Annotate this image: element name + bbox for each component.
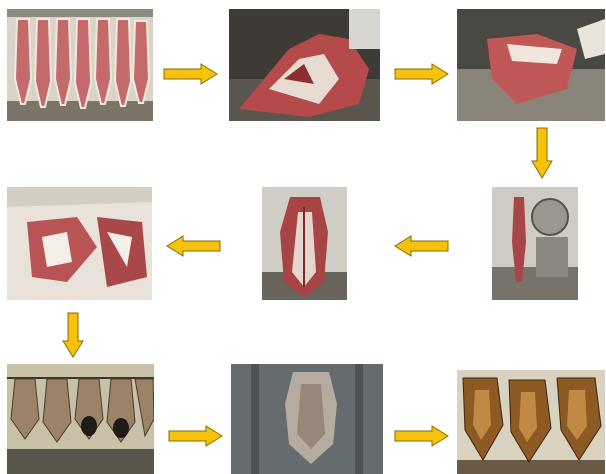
salted-carcass-photo (7, 187, 152, 300)
arrow-right-icon (163, 63, 218, 85)
deboning-carcass-photo (457, 9, 605, 121)
arrow-right-1 (163, 63, 218, 85)
arrow-left-1 (166, 235, 221, 257)
arrow-right-3 (168, 425, 223, 447)
step-7-drying-room (7, 364, 154, 474)
carcass-on-table-photo (229, 9, 380, 121)
arrow-right-icon (394, 63, 449, 85)
step-9-cured-carcasses (457, 370, 605, 474)
arrow-down-icon (62, 312, 84, 358)
arrow-right-2 (394, 63, 449, 85)
step-4-weighing-carcass (492, 187, 578, 300)
hanging-lamb-carcasses-photo (7, 9, 153, 121)
step-5-flattened-carcass (262, 187, 347, 300)
arrow-down-icon (531, 127, 553, 179)
arrow-right-icon (394, 425, 449, 447)
drying-room-carcasses-photo (7, 364, 154, 474)
arrow-left-icon (166, 235, 221, 257)
step-2-carcass-on-table (229, 9, 380, 121)
arrow-down-2 (62, 312, 84, 358)
step-6-salted-carcass (7, 187, 152, 300)
smoking-chamber-photo (231, 364, 383, 474)
arrow-down-1 (531, 127, 553, 179)
arrow-right-icon (168, 425, 223, 447)
arrow-left-2 (394, 235, 449, 257)
arrow-left-icon (394, 235, 449, 257)
arrow-right-4 (394, 425, 449, 447)
step-8-smoking-chamber (231, 364, 383, 474)
cured-hanging-carcasses-photo (457, 370, 605, 474)
step-1-hanging-carcasses (7, 9, 153, 121)
hanging-carcass-scale-photo (492, 187, 578, 300)
flattened-carcass-photo (262, 187, 347, 300)
step-3-deboning (457, 9, 605, 121)
